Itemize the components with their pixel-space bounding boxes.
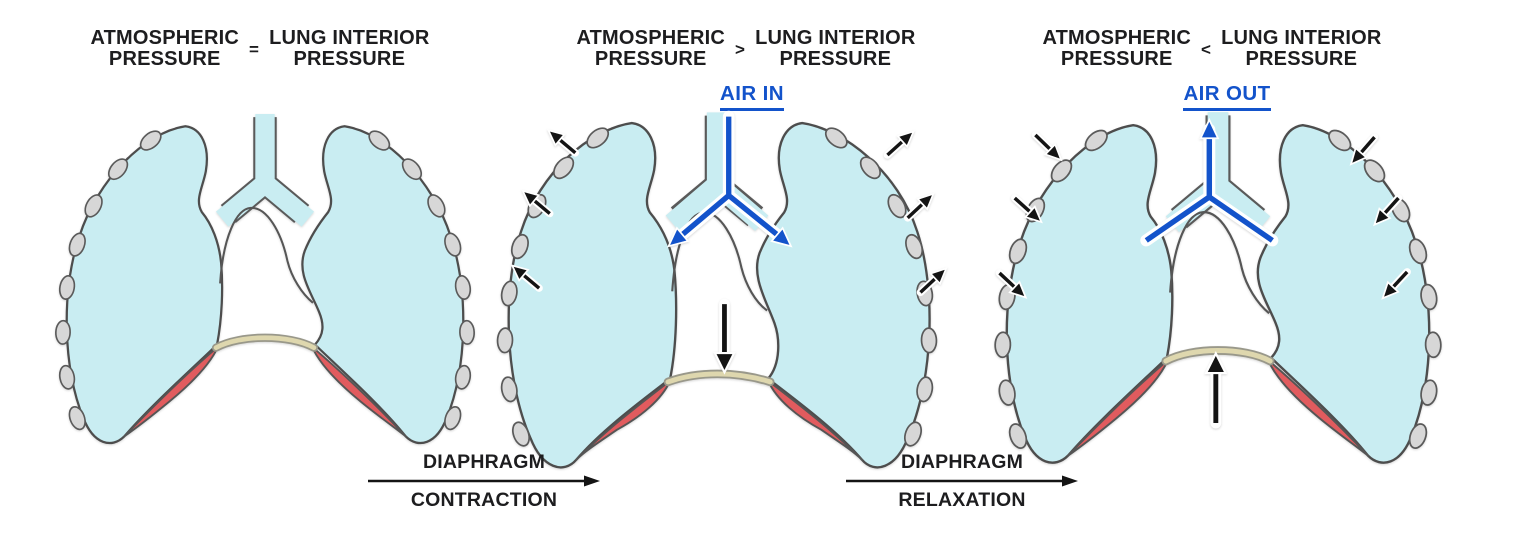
atmospheric-pressure-label: ATMOSPHERIC xyxy=(1042,27,1191,49)
atmospheric-pressure-label: ATMOSPHERIC xyxy=(90,27,239,49)
air-in-label: AIR IN xyxy=(690,82,814,111)
atmospheric-pressure-label: ATMOSPHERIC xyxy=(576,27,725,49)
greater-than-operator: > xyxy=(734,39,746,59)
equals-operator: = xyxy=(248,39,260,59)
diaphragm-up-arrow-icon xyxy=(1206,353,1226,423)
lungs-rest-icon xyxy=(55,114,474,443)
air-out-flow-arrow-icon xyxy=(1140,118,1279,247)
lungs-illustration-equilibrium xyxy=(30,112,500,464)
lung-interior-pressure-label: LUNG INTERIOR xyxy=(269,27,430,49)
right-arrow-icon xyxy=(368,475,600,487)
lung-interior-pressure-label: LUNG INTERIOR xyxy=(755,27,916,49)
diaphragm-down-arrow-icon xyxy=(715,304,734,372)
diaphragm-contraction-label: DIAPHRAGM CONTRACTION xyxy=(366,451,602,511)
diaphragm-relaxation-label: DIAPHRAGM RELAXATION xyxy=(844,451,1080,511)
lungs-illustration-inhalation xyxy=(472,110,962,478)
lungs-illustration-exhalation xyxy=(968,110,1468,485)
less-than-operator: < xyxy=(1200,39,1212,59)
panel-title-exhalation: ATMOSPHERIC PRESSURE < LUNG INTERIOR PRE… xyxy=(1042,27,1382,70)
lung-interior-pressure-label: LUNG INTERIOR xyxy=(1221,27,1382,49)
panel-title-inhalation: ATMOSPHERIC PRESSURE > LUNG INTERIOR PRE… xyxy=(576,27,916,70)
right-arrow-icon xyxy=(846,475,1078,487)
air-out-label: AIR OUT xyxy=(1156,82,1298,111)
air-in-flow-arrow-icon xyxy=(662,110,798,254)
panel-title-equilibrium: ATMOSPHERIC PRESSURE = LUNG INTERIOR PRE… xyxy=(90,27,430,70)
lungs-expanded-icon xyxy=(497,112,937,467)
